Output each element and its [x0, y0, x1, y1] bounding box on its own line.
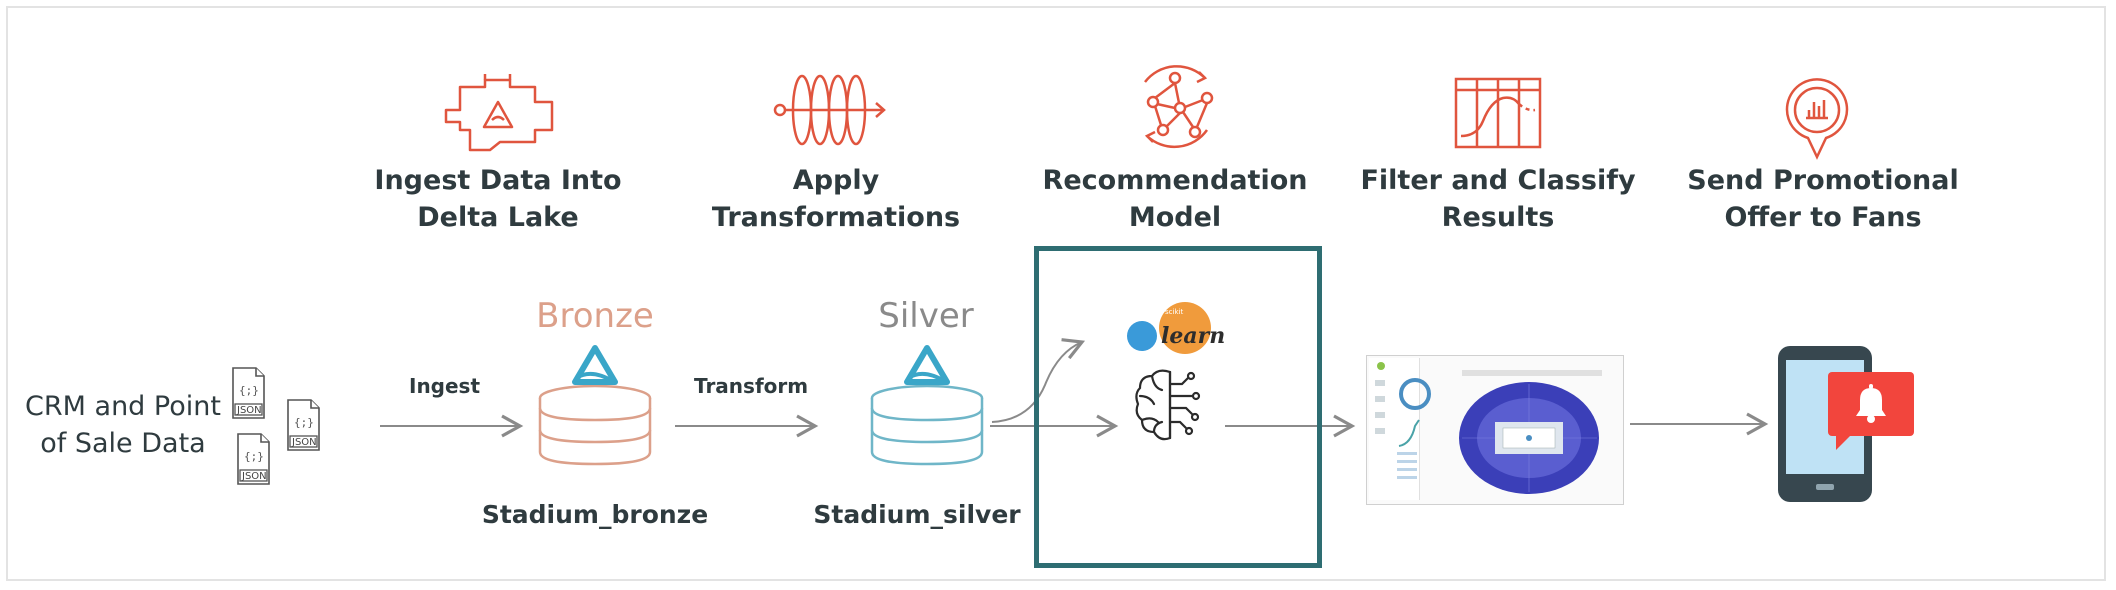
svg-text:{;}: {;} [239, 384, 259, 397]
silver-table-label: Stadium_silver [813, 500, 1021, 529]
edge-label-transform: Transform [694, 374, 809, 398]
transformation-coil-icon [773, 74, 886, 146]
source-label: CRM and Point of Sale Data [25, 391, 221, 459]
ai-brain-icon [1135, 369, 1201, 441]
promotion-pin-icon [1785, 78, 1849, 160]
step-title-transformations: Apply Transformations [711, 165, 961, 233]
engine-delta-icon [444, 74, 554, 152]
phone-notification-icon [1778, 346, 1914, 502]
step-title-filter: Filter and Classify Results [1360, 165, 1636, 233]
step-title-recommendation: Recommendation Model [1042, 165, 1308, 233]
bronze-delta-table-icon [538, 345, 652, 466]
svg-text:{;}: {;} [244, 450, 264, 463]
json-file-label: JSON [291, 437, 317, 448]
svg-text:{;}: {;} [294, 416, 314, 429]
stadium-dashboard-thumbnail [1366, 355, 1624, 505]
diagram-frame [6, 6, 2106, 581]
json-file-label: JSON [241, 471, 267, 482]
arrow-silver-to-sklearn [991, 338, 1086, 423]
step-title-send-offer: Send Promotional Offer to Fans [1687, 165, 1959, 233]
sklearn-logo-text: learn [1161, 323, 1225, 349]
json-file-label: JSON [236, 405, 262, 416]
network-cycle-icon [1144, 65, 1214, 149]
edge-label-ingest: Ingest [409, 374, 481, 398]
model-highlight-box [1034, 246, 1322, 568]
filter-chart-icon [1454, 77, 1542, 149]
scikit-learn-logo: scikit learn [1127, 302, 1225, 354]
svg-text:scikit: scikit [1165, 308, 1183, 316]
bronze-table-label: Stadium_bronze [481, 500, 709, 529]
silver-tier-label: Silver [878, 296, 974, 336]
bronze-tier-label: Bronze [536, 296, 654, 336]
json-files-icon: {;} {;} {;} JSON JSON JSON [232, 367, 320, 485]
step-title-ingest: Ingest Data Into Delta Lake [374, 165, 622, 233]
silver-delta-table-icon [870, 345, 984, 466]
